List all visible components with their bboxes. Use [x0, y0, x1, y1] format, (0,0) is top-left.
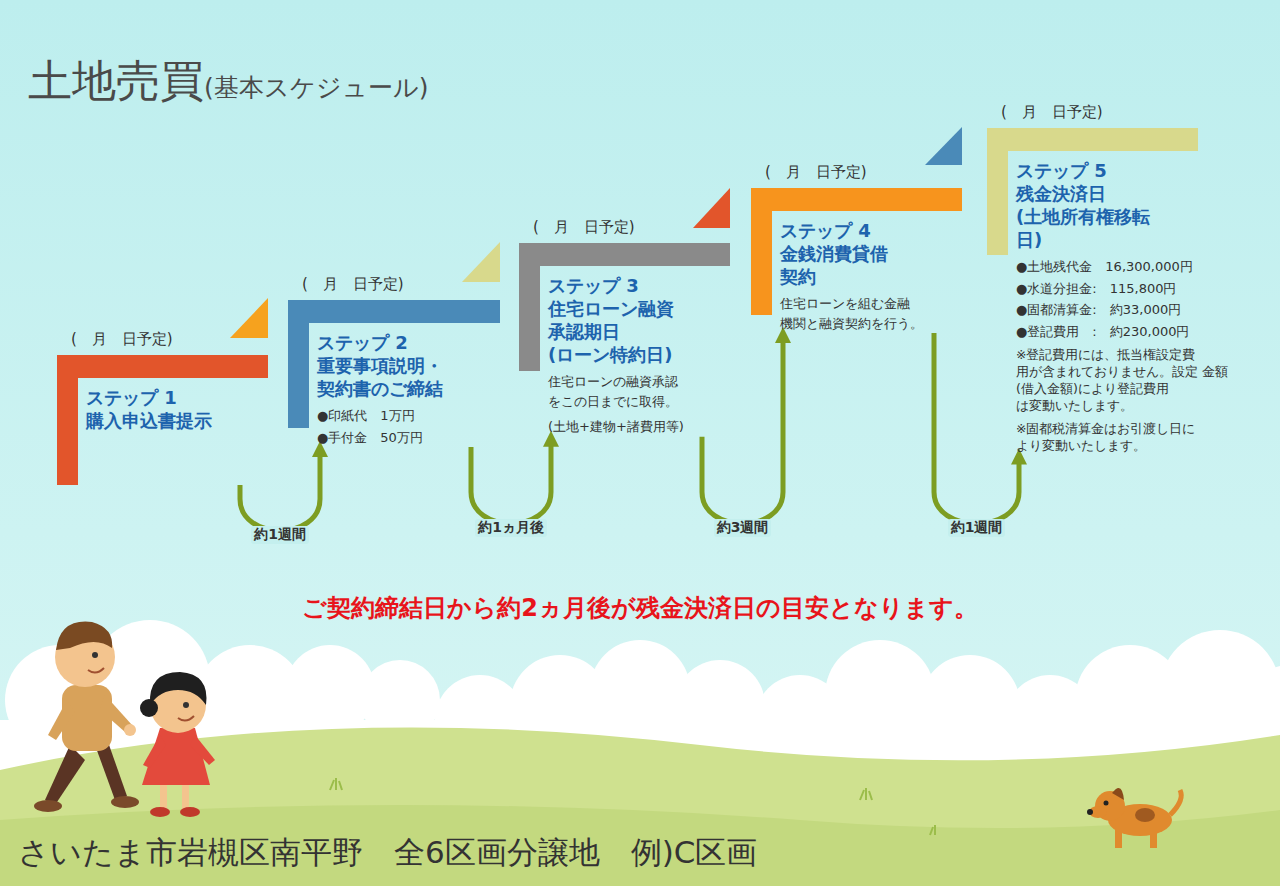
- date-label: ( 月 日予定): [302, 275, 404, 294]
- arrow-label: 約1週間: [948, 519, 1006, 537]
- step-detail: (土地+建物+諸費用等): [548, 417, 734, 437]
- step-arrow: [471, 439, 551, 524]
- notice-text: ご契約締結日から約2ヵ月後が残金決済日の目安となります。: [302, 594, 978, 622]
- girl-figure: [140, 672, 215, 817]
- step-box: ( 月 日予定) ステップ 2 重要事項説明・ 契約書のご締結 ●印紙代 1万円●手…: [288, 275, 503, 447]
- step-box: ( 月 日予定) ステップ 1 購入申込書提示: [57, 330, 272, 485]
- grass-hill: [0, 727, 1280, 886]
- footnote: ※登記費用には、抵当権設定費 用が含まれておりません。設定 金額(借入金額)によ…: [1016, 347, 1259, 415]
- step-detail: ●土地残代金 16,300,000円: [1016, 257, 1259, 277]
- step-arrow: [240, 449, 320, 530]
- step-detail: ●手付金 50万円: [317, 428, 503, 448]
- subtitle: (基本スケジュール): [204, 73, 429, 102]
- step-box: ( 月 日予定) ステップ 3 住宅ローン融資 承認期日 (ローン特約日) 住宅ロー…: [519, 218, 734, 437]
- footnote: ※固都税清算金はお引渡し日に より変動いたします。: [1016, 421, 1259, 455]
- step-box: ( 月 日予定) ステップ 5 残金決済日 (土地所有権移転日) ●土地残代金 16…: [987, 103, 1259, 454]
- step-detail: ●印紙代 1万円: [317, 406, 503, 426]
- step-detail: ●水道分担金: 115,800円: [1016, 279, 1259, 299]
- step-bracket-shape: [519, 243, 730, 371]
- step-detail: 住宅ローンの融資承認 をこの日までに取得。: [548, 372, 734, 411]
- step-detail: ●登記費用 : 約230,000円: [1016, 322, 1259, 342]
- caption: さいたま市岩槻区南平野 全6区画分譲地 例)C区画: [18, 834, 757, 870]
- step-heading: ステップ 2 重要事項説明・ 契約書のご締結: [317, 331, 487, 400]
- step-triangle: [925, 127, 962, 165]
- arrow-label: 約3週間: [714, 519, 772, 537]
- grass-tufts: [330, 778, 935, 835]
- date-label: ( 月 日予定): [765, 163, 867, 182]
- step-detail: 住宅ローンを組む金融 機関と融資契約を行う。: [780, 294, 966, 333]
- grass-hill-shade: [0, 805, 1280, 886]
- arrow-label: 約1ヵ月後: [475, 519, 547, 537]
- step-triangle: [462, 242, 500, 282]
- step-heading: ステップ 4 金銭消費貸借 契約: [780, 219, 920, 288]
- step-heading: ステップ 1 購入申込書提示: [86, 386, 256, 432]
- step-arrow: [934, 333, 1019, 523]
- step-heading: ステップ 5 残金決済日 (土地所有権移転日): [1016, 159, 1166, 251]
- date-label: ( 月 日予定): [1001, 103, 1103, 122]
- arrow-label: 約1週間: [251, 526, 309, 544]
- step-triangle: [230, 298, 268, 338]
- step-triangle: [693, 188, 730, 228]
- step-arrow: [702, 335, 783, 523]
- step-bracket-shape: [987, 128, 1198, 255]
- step-box: ( 月 日予定) ステップ 4 金銭消費貸借 契約住宅ローンを組む金融 機関と融資…: [751, 163, 966, 333]
- step-heading: ステップ 3 住宅ローン融資 承認期日 (ローン特約日): [548, 274, 718, 366]
- boy-figure: [34, 622, 139, 812]
- step-bracket-shape: [57, 355, 268, 485]
- date-label: ( 月 日予定): [71, 330, 173, 349]
- dog-figure: [1087, 788, 1181, 848]
- step-detail: ●固都清算金: 約33,000円: [1016, 300, 1259, 320]
- step-bracket-shape: [751, 188, 962, 315]
- page-title: 土地売買: [28, 55, 204, 106]
- date-label: ( 月 日予定): [533, 218, 635, 237]
